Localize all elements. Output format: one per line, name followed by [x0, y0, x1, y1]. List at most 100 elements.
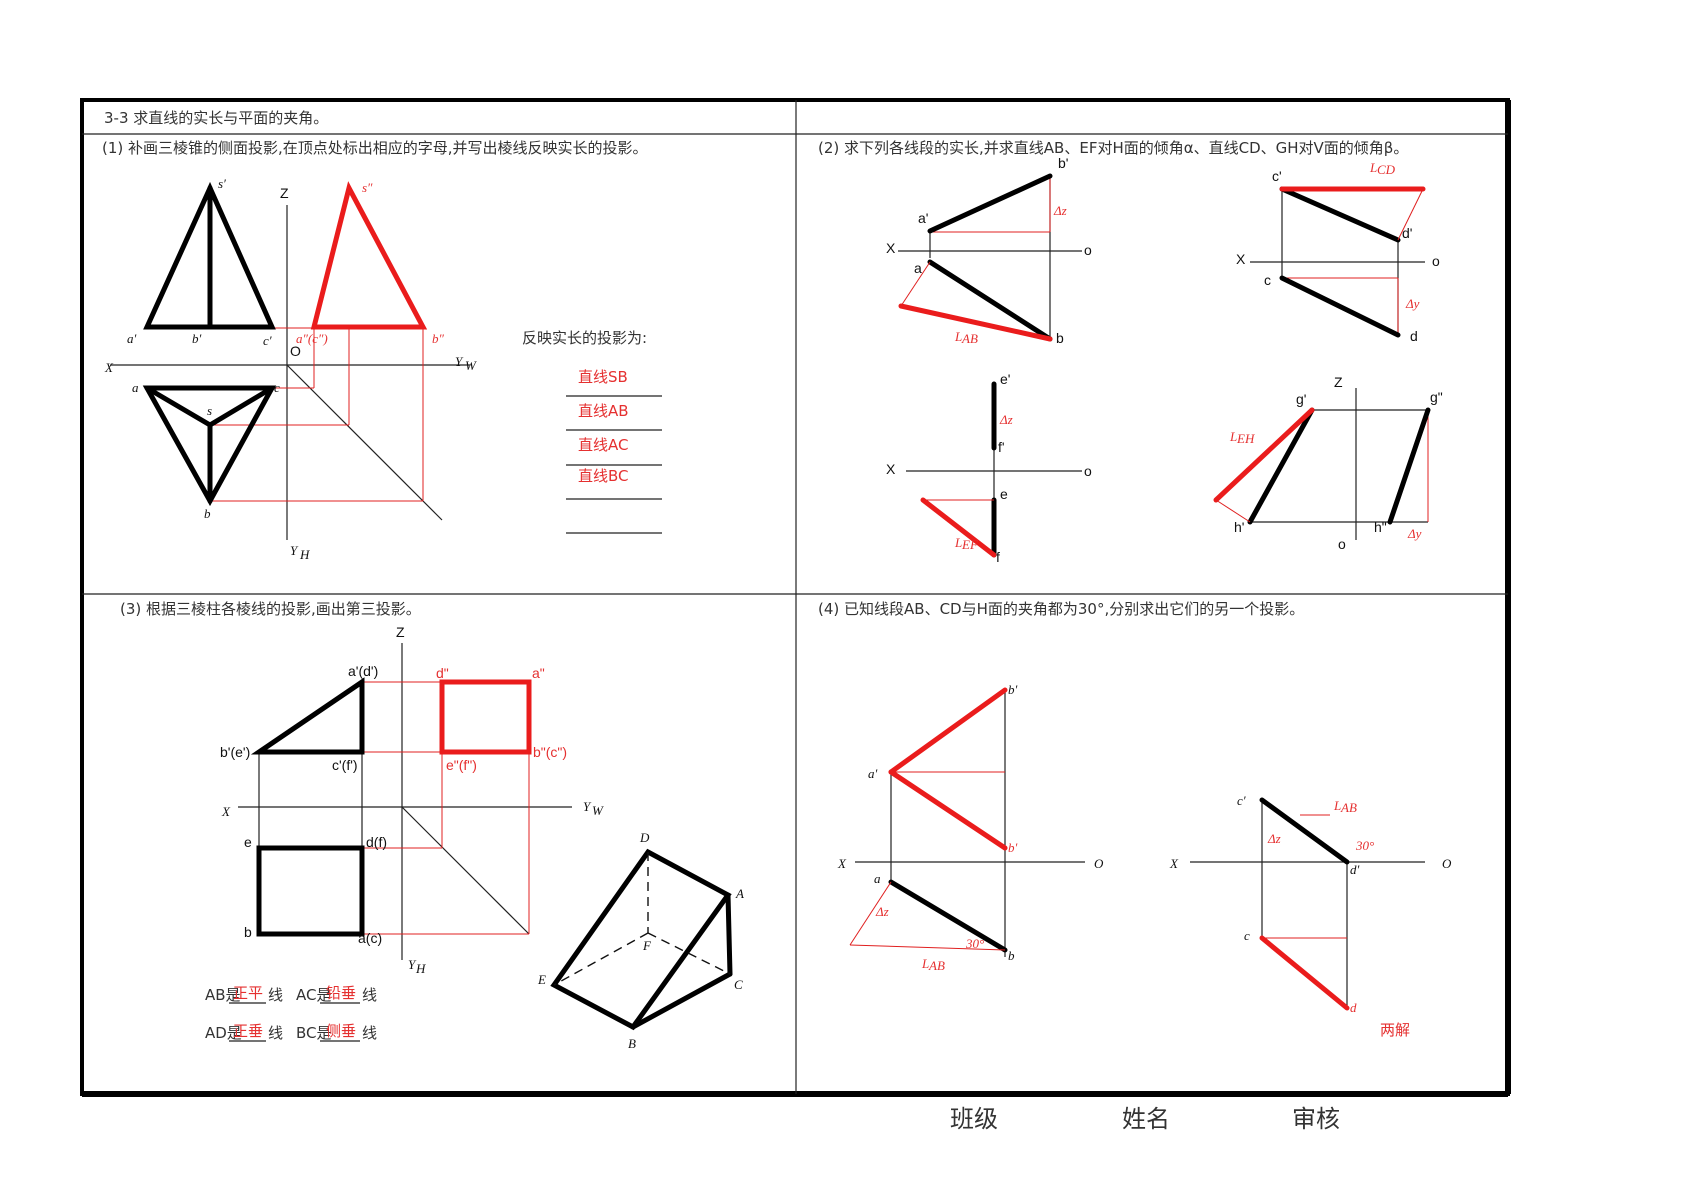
fill-answer: 正垂 — [233, 1022, 263, 1040]
p3-label-C: C — [734, 977, 743, 992]
p3-label-x: X — [221, 804, 231, 819]
p2-label-d-prime: d' — [1402, 225, 1412, 241]
p2-label-f-prime: f' — [998, 439, 1005, 455]
p3-label-z: Z — [396, 624, 405, 640]
p1-label-z: Z — [280, 185, 289, 201]
p4-label-lab-2: L — [1333, 798, 1341, 813]
answer-item: 直线BC — [578, 467, 629, 485]
p2-label-d: d — [1410, 328, 1418, 344]
p1-label-yh: Y — [290, 543, 299, 558]
p4-label-dz: Δz — [875, 904, 889, 919]
p2-label-o: o — [1084, 242, 1092, 258]
p1-top-view — [142, 385, 277, 507]
p3-prism-axonometric: D A F E C B — [537, 830, 744, 1051]
p1-label-a-prime: a′ — [127, 331, 137, 346]
p4-label-b-prime-2: b′ — [1008, 840, 1018, 855]
p2-label-a: a — [914, 260, 922, 276]
panel-2: (2) 求下列各线段的实长,并求直线AB、EF对H面的倾角α、直线CD、GH对V… — [818, 139, 1443, 565]
p4-label-o-2: O — [1442, 856, 1452, 871]
p1-label-yw: Y — [455, 354, 464, 369]
p3-label-yw-sub: W — [592, 803, 604, 818]
p2-label-x-3: X — [886, 461, 896, 477]
outer-frame — [80, 98, 1510, 1096]
p3-label-F: F — [642, 938, 652, 953]
p1-label-x: X — [104, 360, 114, 375]
p2-label-lcd-sub: CD — [1377, 162, 1396, 177]
p2-label-x: X — [886, 240, 896, 256]
p4-cd: c′ d′ X O c d Δz L AB 30° 两解 — [1169, 793, 1452, 1039]
fill-answer: 铅垂 — [326, 984, 356, 1002]
p2-label-a-prime: a' — [918, 210, 928, 226]
p2-label-leh: L — [1229, 429, 1237, 444]
p2-label-b: b — [1056, 330, 1064, 346]
p3-label-yw: Y — [583, 799, 592, 814]
p2-label-leh-sub: EH — [1236, 431, 1255, 446]
fill-suffix: 线 — [268, 986, 283, 1004]
panel-1: (1) 补画三棱锥的侧面投影,在顶点处标出相应的字母,并写出棱线反映实长的投影。 — [102, 139, 662, 562]
p3-label-ad-prime: a'(d') — [348, 663, 378, 679]
p1-label-yh-sub: H — [299, 547, 310, 562]
p1-label-ac-double: a″(c″) — [296, 331, 328, 346]
footer-review-label: 审核 — [1292, 1105, 1340, 1133]
p3-label-a-double: a" — [532, 665, 545, 681]
p2-label-dy-2: Δy — [1407, 526, 1422, 541]
p2-label-e-prime: e' — [1000, 371, 1010, 387]
p2-label-o-3: o — [1084, 463, 1092, 479]
p3-label-D: D — [639, 830, 650, 845]
footer: 班级 姓名 审核 — [950, 1105, 1340, 1133]
fill-answer: 正平 — [233, 984, 263, 1002]
p1-front-view — [143, 181, 276, 330]
p4-ab: b′ a′ b′ X O a b Δz L AB 30° — [837, 682, 1104, 973]
p4-label-o: O — [1094, 856, 1104, 871]
p4-label-angle: 30° — [965, 936, 984, 951]
p3-label-yh: Y — [408, 957, 417, 972]
p3-label-ef-double: e"(f") — [446, 757, 477, 773]
fill-answer: 侧垂 — [326, 1022, 356, 1040]
p3-front-view — [250, 677, 365, 755]
p2-label-dz: Δz — [1053, 203, 1067, 218]
p1-label-o: O — [290, 343, 301, 359]
p4-label-d: d — [1350, 1000, 1357, 1015]
footer-name-label: 姓名 — [1122, 1105, 1170, 1133]
p3-label-b: b — [244, 924, 252, 940]
fill-prefix: BC是 — [296, 1024, 332, 1042]
p2-label-o-2: o — [1432, 253, 1440, 269]
answer-heading: 反映实长的投影为: — [522, 329, 647, 347]
p4-label-lab-sub: AB — [928, 958, 945, 973]
p1-label-a: a — [132, 380, 139, 395]
p3-label-cf-prime: c'(f') — [332, 757, 358, 773]
answer-list: 直线SB 直线AB 直线AC 直线BC — [566, 368, 662, 534]
p4-label-angle-2: 30° — [1355, 838, 1374, 853]
p4-label-x: X — [837, 856, 847, 871]
p2-label-lef: L — [954, 535, 962, 550]
answer-item: 直线AB — [578, 402, 629, 420]
p1-label-s-double: s″ — [362, 180, 373, 195]
panel-3: (3) 根据三棱柱各棱线的投影,画出第三投影。 Z X Y W Y H a'(d… — [120, 600, 744, 1051]
p2-label-o-4: o — [1338, 536, 1346, 552]
p3-fill-blanks: AB是 正平 线 AC是 铅垂 线 AD是 正垂 线 BC是 侧垂 线 — [205, 984, 377, 1042]
p2-label-dz-2: Δz — [999, 412, 1013, 427]
panel4-caption: (4) 已知线段AB、CD与H面的夹角都为30°,分别求出它们的另一个投影。 — [818, 600, 1304, 618]
p2-ab: b' a' a b X o Δz L AB — [886, 155, 1092, 346]
p3-label-E: E — [537, 972, 546, 987]
p2-label-lab-sub: AB — [961, 331, 978, 346]
p3-helper-lines — [362, 681, 530, 935]
p1-label-c: c — [274, 380, 280, 395]
p3-label-ac: a(c) — [358, 930, 382, 946]
p3-label-yh-sub: H — [415, 961, 426, 976]
p4-label-d-prime: d′ — [1350, 862, 1360, 877]
p1-side-view-answer — [310, 181, 428, 330]
p4-label-a: a — [874, 871, 881, 886]
p3-label-d-double: d" — [436, 665, 449, 681]
p4-label-dz-2: Δz — [1267, 831, 1281, 846]
p1-labels: s′ s″ Z O X Y W Y H a′ b′ c′ a″(c″) b″ a… — [104, 176, 477, 562]
p2-label-h-prime: h' — [1234, 519, 1244, 535]
panel-4: (4) 已知线段AB、CD与H面的夹角都为30°,分别求出它们的另一个投影。 b… — [818, 600, 1452, 1039]
footer-class-label: 班级 — [950, 1105, 998, 1133]
panel1-caption: (1) 补画三棱锥的侧面投影,在顶点处标出相应的字母,并写出棱线反映实长的投影。 — [102, 139, 648, 157]
p2-label-g-double: g" — [1430, 389, 1443, 405]
p4-label-a-prime: a′ — [868, 766, 878, 781]
fill-prefix: AC是 — [296, 986, 331, 1004]
p2-label-e: e — [1000, 486, 1008, 502]
p1-helper-lines — [210, 327, 424, 502]
